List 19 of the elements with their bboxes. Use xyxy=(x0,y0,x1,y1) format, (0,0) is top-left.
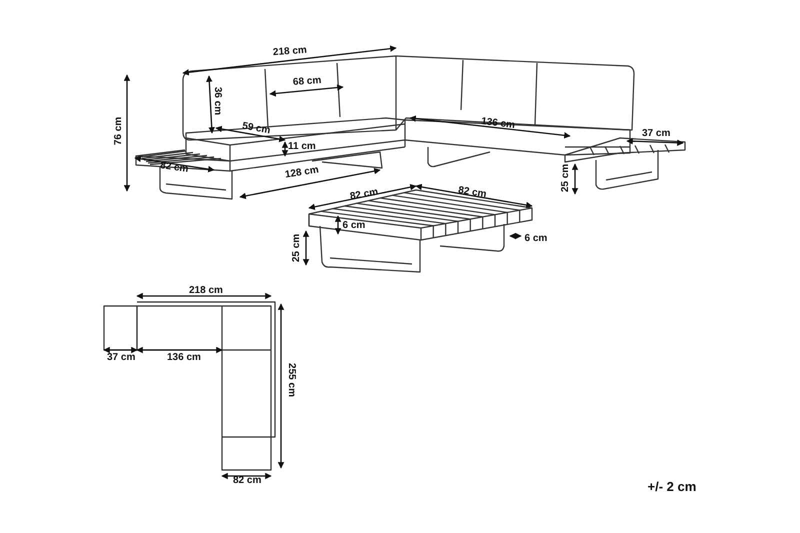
tolerance-note: +/- 2 cm xyxy=(648,480,696,492)
dimension-label: 136 cm xyxy=(480,116,516,132)
dimension-label: 82 cm xyxy=(457,186,487,200)
dimension-label: 36 cm xyxy=(212,86,222,116)
dimension-label: 25 cm xyxy=(292,234,302,262)
dimension-label: 25 cm xyxy=(561,164,572,192)
dimension-label: 128 cm xyxy=(284,165,320,181)
dimension-label: 218 cm xyxy=(189,286,223,296)
dimension-label: 6 cm xyxy=(524,234,548,244)
dimension-label: 37 cm xyxy=(642,129,670,139)
dimension-label: 76 cm xyxy=(114,116,124,146)
dimension-label: 218 cm xyxy=(272,46,308,58)
dimension-label: 136 cm xyxy=(167,353,201,363)
dimension-label: 37 cm xyxy=(107,353,136,363)
dimension-label: 59 cm xyxy=(241,122,271,136)
dimension-label: 6 cm xyxy=(342,221,366,231)
dimension-label: 255 cm xyxy=(286,363,296,397)
dimension-label: 11 cm xyxy=(288,142,316,152)
dimension-label: 68 cm xyxy=(292,76,322,88)
